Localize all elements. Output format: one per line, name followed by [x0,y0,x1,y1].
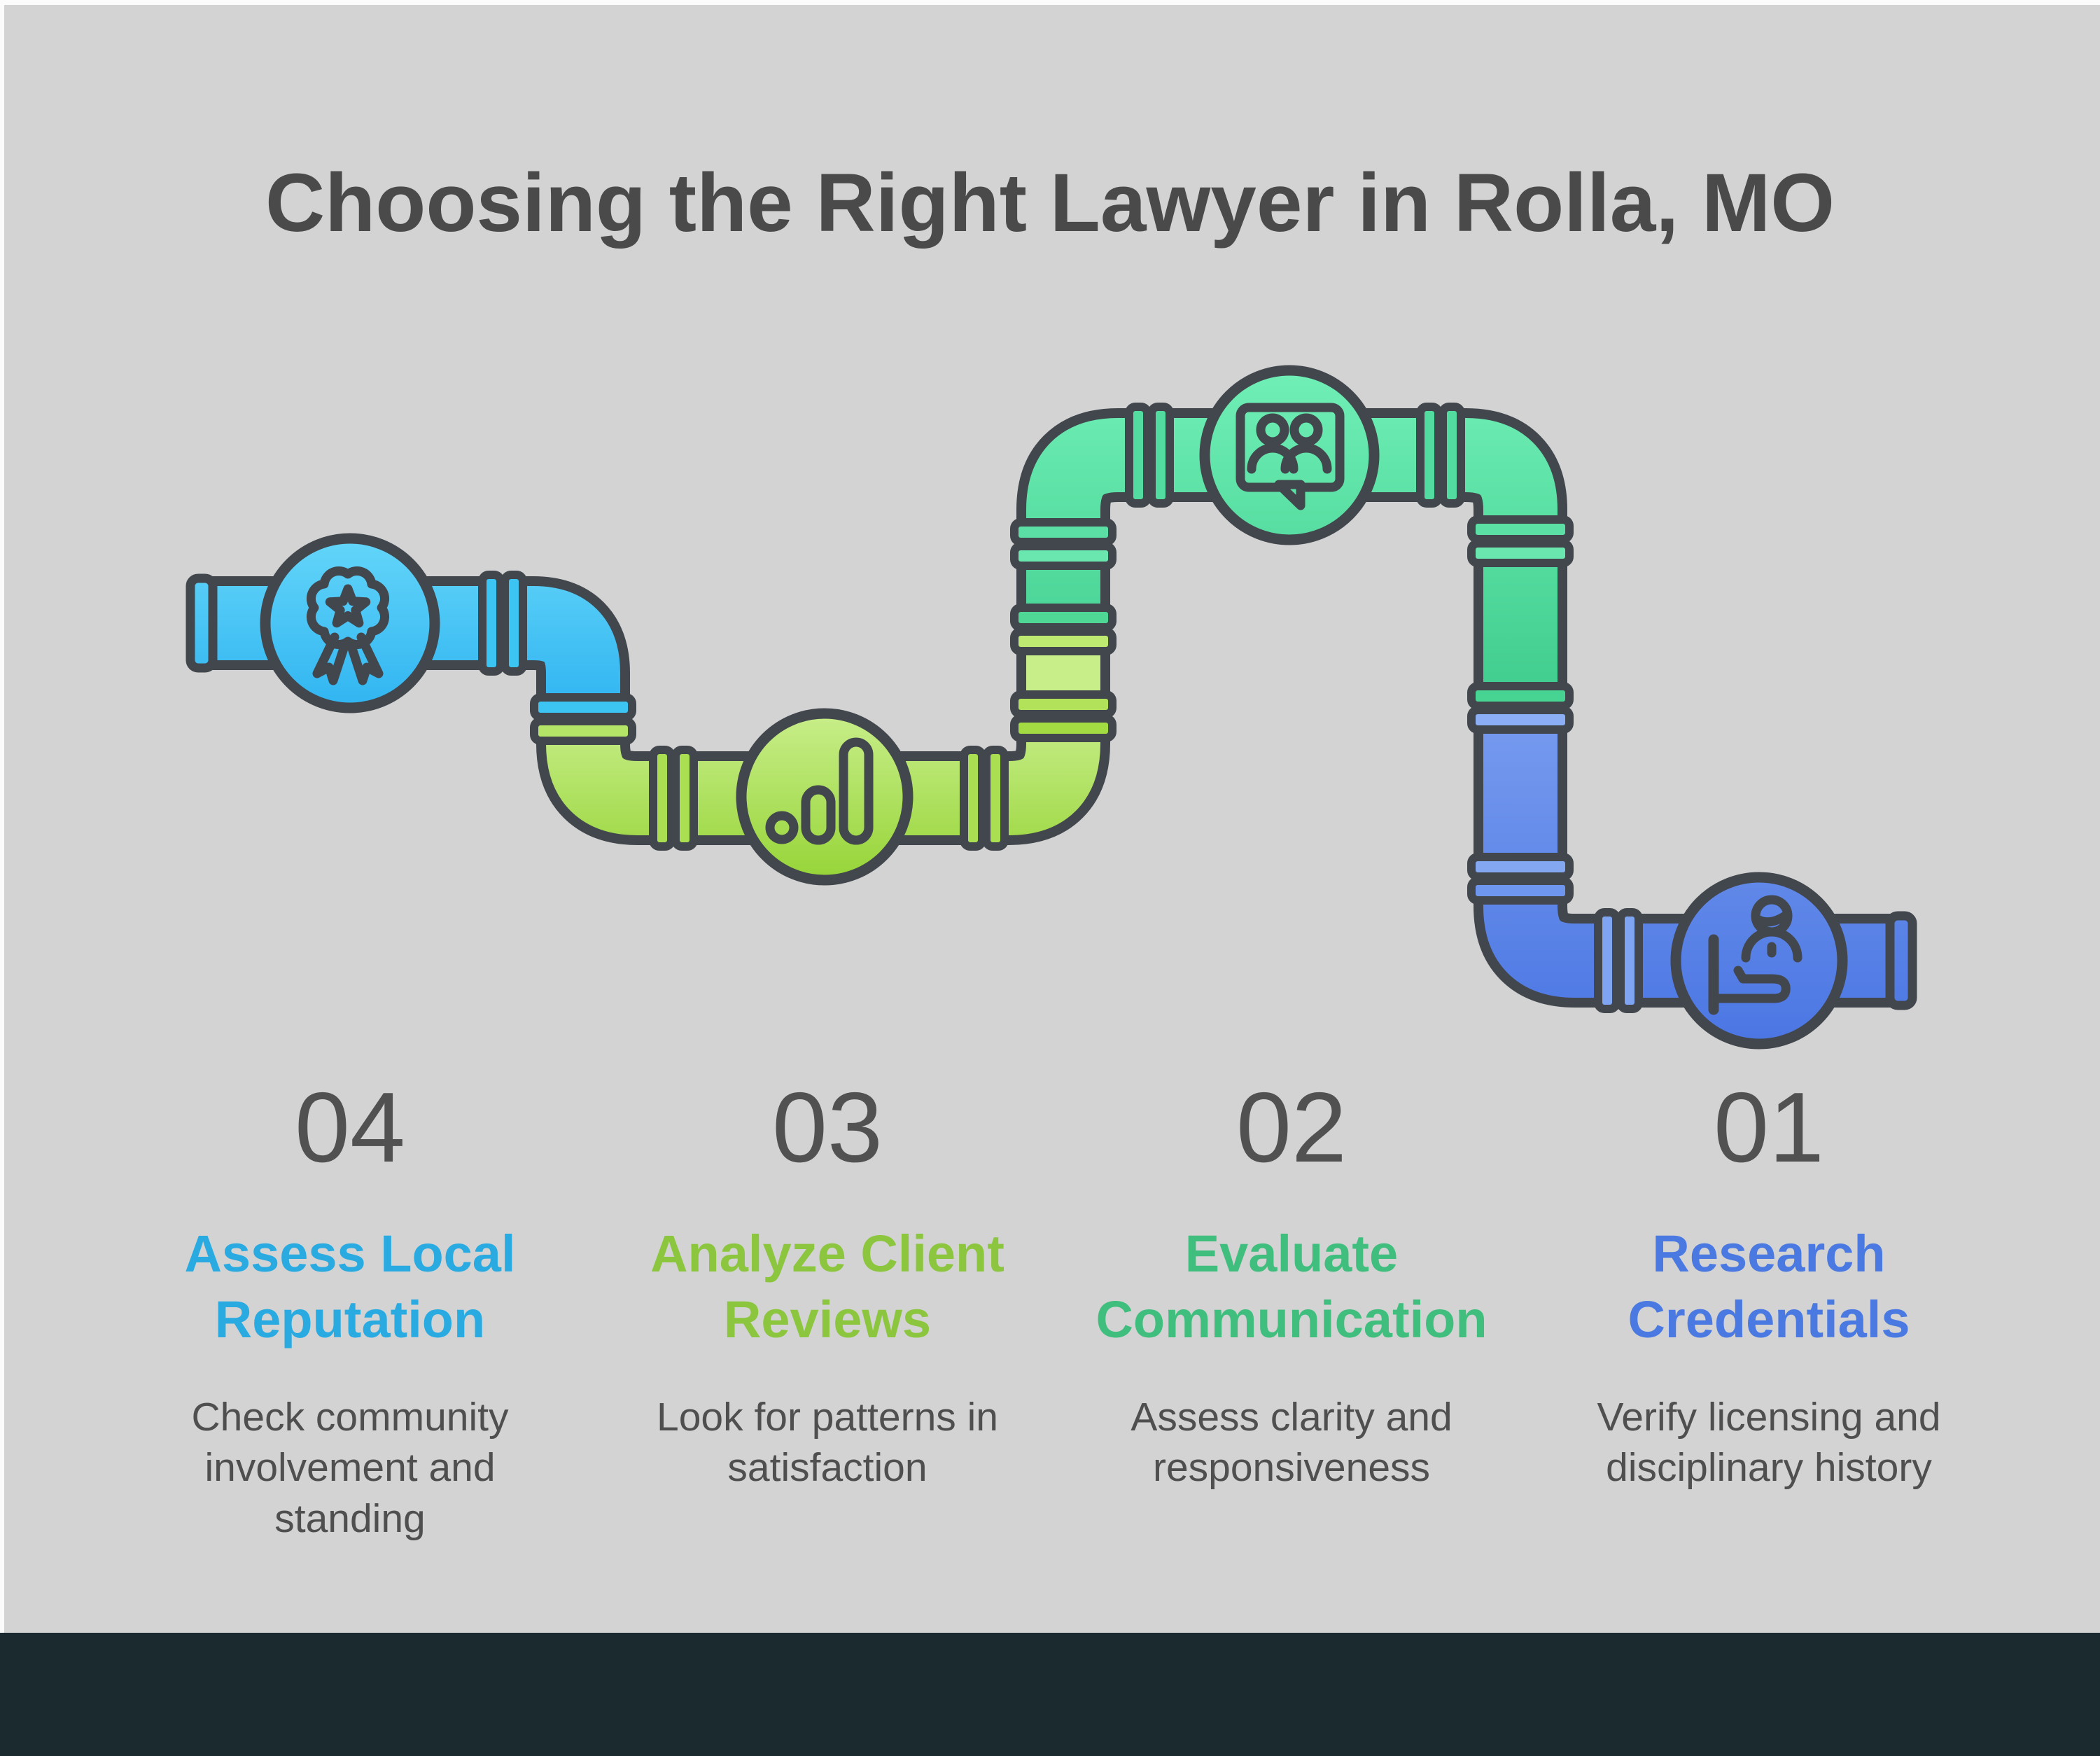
step-heading: Evaluate Communication [1096,1225,1488,1349]
step-description: Check community involvement and standing [191,1394,509,1541]
pipe-flange-riser-top [1010,518,1116,570]
pipe-flange-descender-bottom [1467,853,1574,905]
pipe-flange-descender-top [1467,515,1574,567]
pipe-flange-green-to-blue [1467,682,1574,734]
pipe-flange-green-to-lime [1010,604,1116,655]
top-edge-strip [0,0,2100,5]
step-description: Verify licensing and disciplinary histor… [1597,1394,1941,1491]
step-number: 03 [772,1072,883,1183]
footer-bar [0,1633,2100,1756]
pipe-coupling-rings-green-right [1416,403,1465,508]
node-evaluate-communication [1199,365,1380,545]
award-ribbon-icon [306,566,390,685]
pipe-coupling-rings-lime-right [960,746,1009,851]
step-heading: Research Credentials [1628,1225,1910,1349]
analytics-bars-icon [765,737,874,845]
person-service-icon [1708,895,1802,1015]
pipe-segment-periwinkle [1483,706,1901,998]
node-analyze-client-reviews [736,708,913,886]
step-heading: Assess Local Reputation [184,1225,516,1349]
pipe-flange-blue-to-lime [530,693,636,745]
pipe-start-cap [186,573,218,673]
step-column-01: 01 Research Credentials Verify licensing… [1559,1078,1979,1493]
step-heading: Analyze Client Reviews [650,1225,1004,1349]
step-description: Look for patterns in satisfaction [657,1394,998,1491]
people-chat-icon [1236,403,1345,510]
node-assess-local-reputation [260,533,440,713]
step-column-04: 04 Assess Local Reputation Check communi… [140,1078,560,1544]
step-column-02: 02 Evaluate Communication Assess clarity… [1082,1078,1502,1493]
node-research-credentials [1670,872,1848,1050]
step-number: 01 [1714,1072,1824,1183]
step-column-03: 03 Analyze Client Reviews Look for patte… [617,1078,1037,1493]
page-title: Choosing the Right Lawyer in Rolla, MO [265,157,1835,249]
left-edge-strip [0,5,4,1633]
pipe-coupling-rings-blue [478,571,527,676]
pipe-coupling-rings-periwinkle [1594,908,1643,1013]
step-description: Assess clarity and responsiveness [1130,1394,1452,1491]
pipe-coupling-rings-green-left [1125,403,1174,508]
step-number: 02 [1236,1072,1347,1183]
pipe-segment-blue [202,586,620,721]
pipe-flange-riser-bottom [1010,690,1116,742]
pipe-coupling-rings-lime-left [649,746,698,851]
step-number: 04 [295,1072,405,1183]
pipe-end-cap [1885,911,1917,1010]
